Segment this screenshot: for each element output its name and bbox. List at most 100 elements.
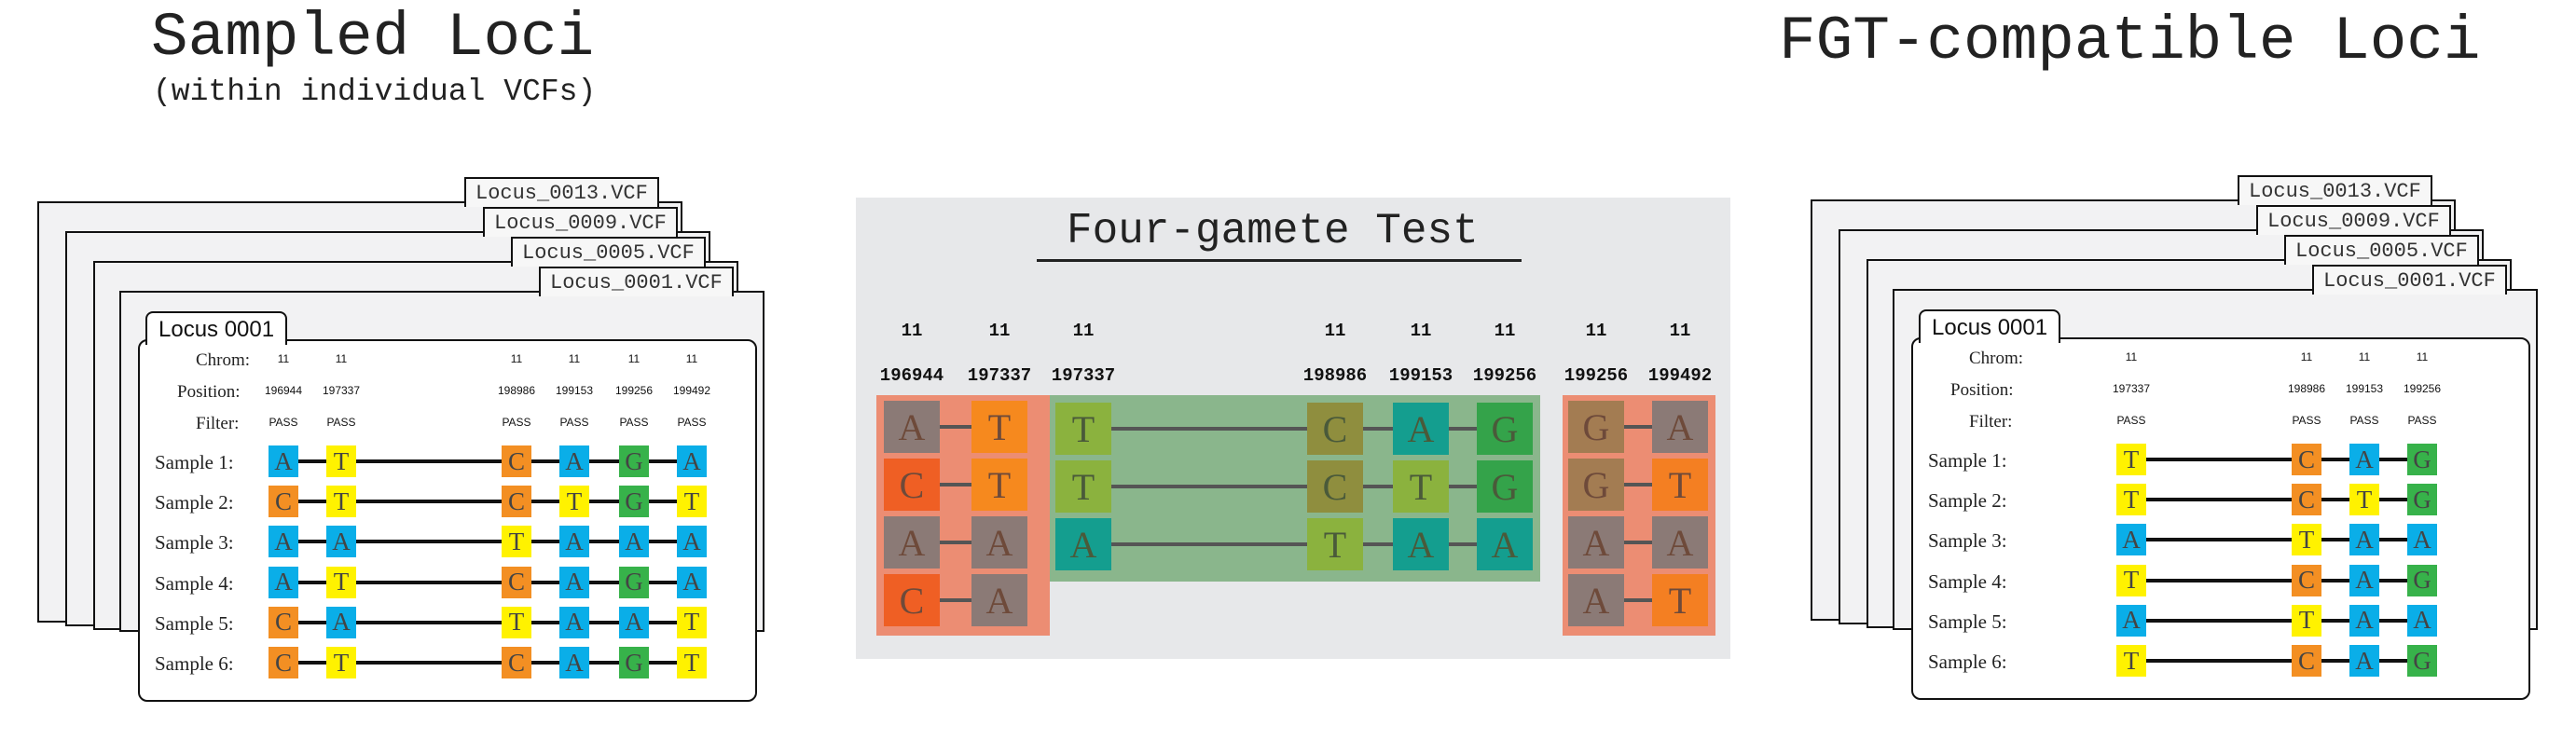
haplotype-line bbox=[2131, 618, 2422, 623]
panel-title: Four-gamete Test bbox=[1067, 207, 1479, 255]
fgt-base: G bbox=[1568, 459, 1624, 511]
haplotype-line bbox=[283, 661, 692, 665]
haplotype-line bbox=[283, 540, 692, 544]
base-cell: G bbox=[2407, 444, 2437, 475]
base-cell: A bbox=[2349, 524, 2379, 556]
vcf-file-tab: Locus_0005.VCF bbox=[2284, 235, 2479, 265]
base-cell: A bbox=[619, 606, 649, 638]
base-cell: C bbox=[2292, 564, 2321, 596]
filter-value: PASS bbox=[2116, 414, 2146, 427]
fgt-base: A bbox=[1568, 574, 1624, 626]
base-cell: A bbox=[559, 647, 589, 678]
position-value: 196944 bbox=[264, 384, 303, 397]
pair-line bbox=[912, 425, 999, 429]
fgt-position: 197337 bbox=[967, 365, 1032, 386]
haplotype-line bbox=[2131, 538, 2422, 542]
fgt-base: G bbox=[1477, 403, 1533, 455]
fgt-base: G bbox=[1477, 460, 1533, 513]
base-cell: A bbox=[2116, 524, 2146, 556]
base-cell: A bbox=[2349, 645, 2379, 677]
base-cell: A bbox=[2349, 444, 2379, 475]
sample-label: Sample 1: bbox=[1928, 449, 2007, 472]
fgt-base: A bbox=[1055, 518, 1111, 570]
base-cell: A bbox=[559, 445, 589, 477]
position-value: 198986 bbox=[2287, 382, 2326, 395]
fgt-base: G bbox=[1568, 401, 1624, 453]
pair-line bbox=[1596, 598, 1680, 602]
fgt-base: C bbox=[1307, 460, 1363, 513]
fgt-base: A bbox=[1393, 403, 1449, 455]
haplotype-line bbox=[283, 500, 692, 504]
base-cell: A bbox=[326, 526, 356, 558]
base-cell: A bbox=[326, 606, 356, 638]
position-value: 197337 bbox=[322, 384, 361, 397]
pair-line bbox=[912, 598, 999, 602]
sample-label: Sample 4: bbox=[1928, 569, 2007, 593]
base-cell: G bbox=[619, 445, 649, 477]
base-cell: G bbox=[619, 566, 649, 598]
pair-line bbox=[912, 541, 999, 544]
base-cell: C bbox=[502, 566, 531, 598]
haplotype-line bbox=[283, 620, 692, 624]
base-cell: C bbox=[502, 486, 531, 518]
position-value: 199153 bbox=[555, 384, 594, 397]
filter-value: PASS bbox=[326, 416, 356, 429]
vcf-file-tab: Locus_0013.VCF bbox=[2238, 175, 2432, 205]
fgt-base: A bbox=[1652, 401, 1708, 453]
filter-value: PASS bbox=[677, 416, 707, 429]
pass-line bbox=[1083, 485, 1505, 488]
vcf-file-tab: Locus_0009.VCF bbox=[483, 207, 678, 237]
base-cell: A bbox=[559, 526, 589, 558]
fgt-base: T bbox=[1055, 403, 1111, 455]
base-cell: A bbox=[2116, 604, 2146, 637]
haplotype-line bbox=[2131, 659, 2422, 663]
haplotype-line bbox=[2131, 498, 2422, 502]
sample-label: Sample 3: bbox=[155, 531, 234, 555]
sample-label: Sample 5: bbox=[1928, 610, 2007, 633]
base-cell: T bbox=[677, 486, 707, 518]
base-cell: T bbox=[2116, 484, 2146, 516]
base-cell: A bbox=[269, 445, 298, 477]
filter-value: PASS bbox=[269, 416, 298, 429]
base-cell: A bbox=[2407, 604, 2437, 637]
fgt-base: C bbox=[884, 574, 940, 626]
sample-label: Sample 6: bbox=[155, 652, 234, 675]
base-cell: T bbox=[559, 486, 589, 518]
fgt-position: 199492 bbox=[1647, 365, 1713, 386]
base-cell: T bbox=[2292, 604, 2321, 637]
sample-label: Sample 3: bbox=[1928, 529, 2007, 553]
filter-value: PASS bbox=[502, 416, 531, 429]
fgt-base: A bbox=[884, 401, 940, 453]
fgt-base: A bbox=[1652, 516, 1708, 569]
filter-label: Filter: bbox=[1969, 412, 2013, 432]
filter-value: PASS bbox=[2292, 414, 2321, 427]
fgt-position: 199256 bbox=[1564, 365, 1629, 386]
fgt-base: A bbox=[884, 516, 940, 569]
filter-value: PASS bbox=[559, 416, 589, 429]
pass-group bbox=[1050, 395, 1540, 582]
fgt-base: A bbox=[1393, 518, 1449, 570]
base-cell: C bbox=[2292, 484, 2321, 516]
filter-value: PASS bbox=[2407, 414, 2437, 427]
chrom-value: 11 bbox=[510, 352, 523, 365]
base-cell: T bbox=[326, 445, 356, 477]
vcf-file-tab: Locus_0013.VCF bbox=[464, 177, 659, 207]
base-cell: C bbox=[269, 647, 298, 678]
right-heading: FGT-compatible Loci bbox=[1779, 7, 2481, 76]
fgt-chrom: 11 bbox=[1585, 321, 1607, 341]
base-cell: T bbox=[2349, 484, 2379, 516]
chrom-value: 11 bbox=[2300, 350, 2313, 363]
haplotype-line bbox=[283, 459, 692, 463]
base-cell: A bbox=[677, 526, 707, 558]
fgt-position: 196944 bbox=[879, 365, 944, 386]
fgt-base: T bbox=[971, 401, 1027, 453]
fgt-base: C bbox=[1307, 403, 1363, 455]
fgt-base: A bbox=[1568, 516, 1624, 569]
pair-line bbox=[1596, 541, 1680, 544]
vcf-file-tab: Locus_0009.VCF bbox=[2256, 205, 2451, 235]
filter-value: PASS bbox=[619, 416, 649, 429]
fgt-chrom: 11 bbox=[1324, 321, 1346, 341]
base-cell: T bbox=[2292, 524, 2321, 556]
sample-label: Sample 5: bbox=[155, 611, 234, 635]
